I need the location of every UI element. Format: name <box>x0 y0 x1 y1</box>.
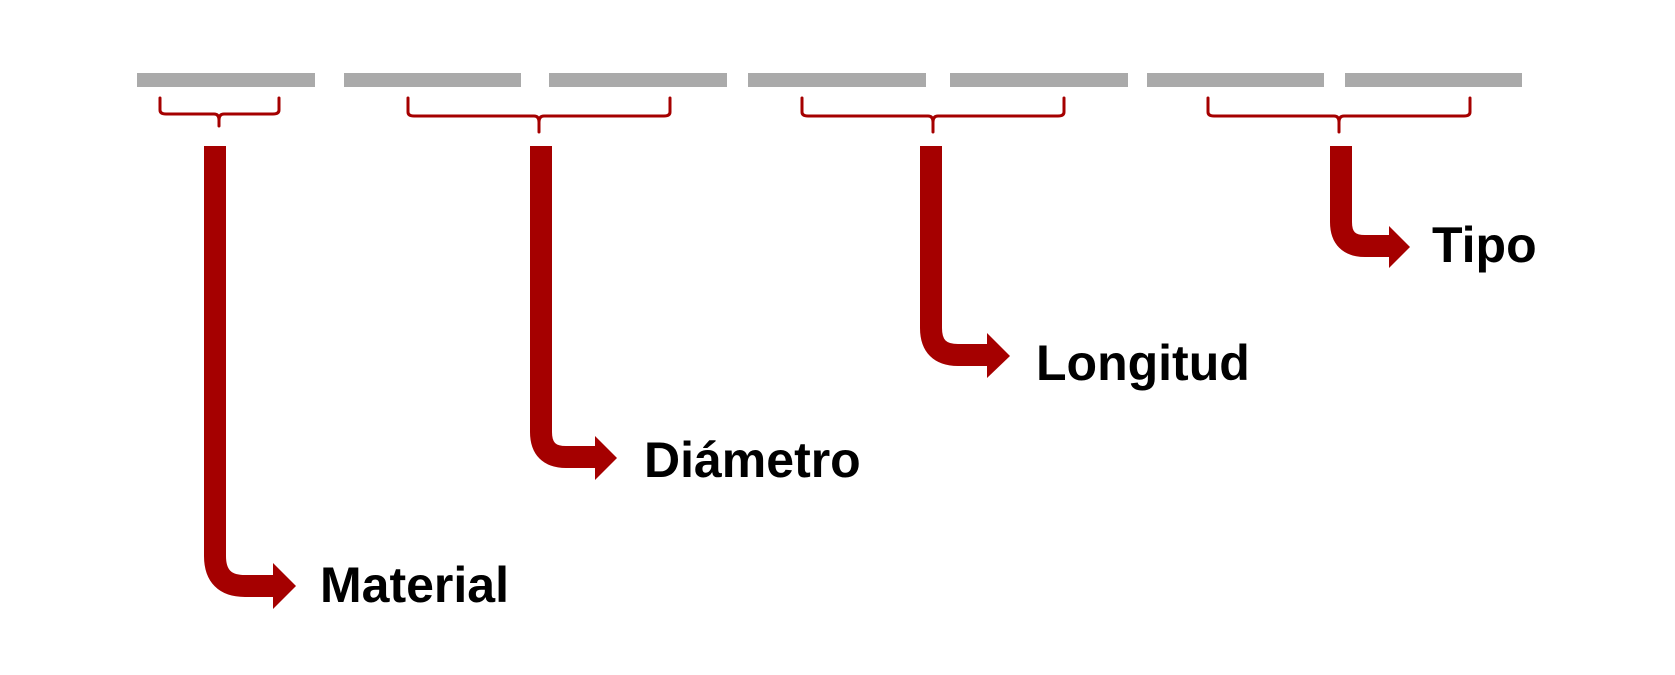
bracket-material <box>158 96 281 128</box>
arrow-head-tipo <box>1389 226 1410 268</box>
arrow-head-diametro <box>595 436 617 480</box>
bracket-longitud <box>800 96 1066 134</box>
code-segment-6 <box>1147 73 1324 87</box>
bracket-diametro <box>406 96 672 134</box>
arrow-head-material <box>273 563 296 609</box>
arrow-diametro <box>530 146 596 468</box>
arrow-head-longitud <box>987 333 1010 378</box>
code-segment-3 <box>549 73 727 87</box>
code-segment-2 <box>344 73 521 87</box>
arrow-tipo <box>1330 146 1390 257</box>
code-segment-1 <box>137 73 315 87</box>
code-segments <box>137 73 1522 87</box>
label-material: Material <box>320 557 509 613</box>
arrow-longitud <box>920 146 988 366</box>
label-tipo: Tipo <box>1432 217 1537 273</box>
arrow-material <box>204 146 274 597</box>
code-segment-7 <box>1345 73 1522 87</box>
label-diametro: Diámetro <box>644 432 861 488</box>
code-segment-5 <box>950 73 1128 87</box>
label-longitud: Longitud <box>1036 335 1250 391</box>
code-segment-4 <box>748 73 926 87</box>
bracket-tipo <box>1206 96 1472 134</box>
